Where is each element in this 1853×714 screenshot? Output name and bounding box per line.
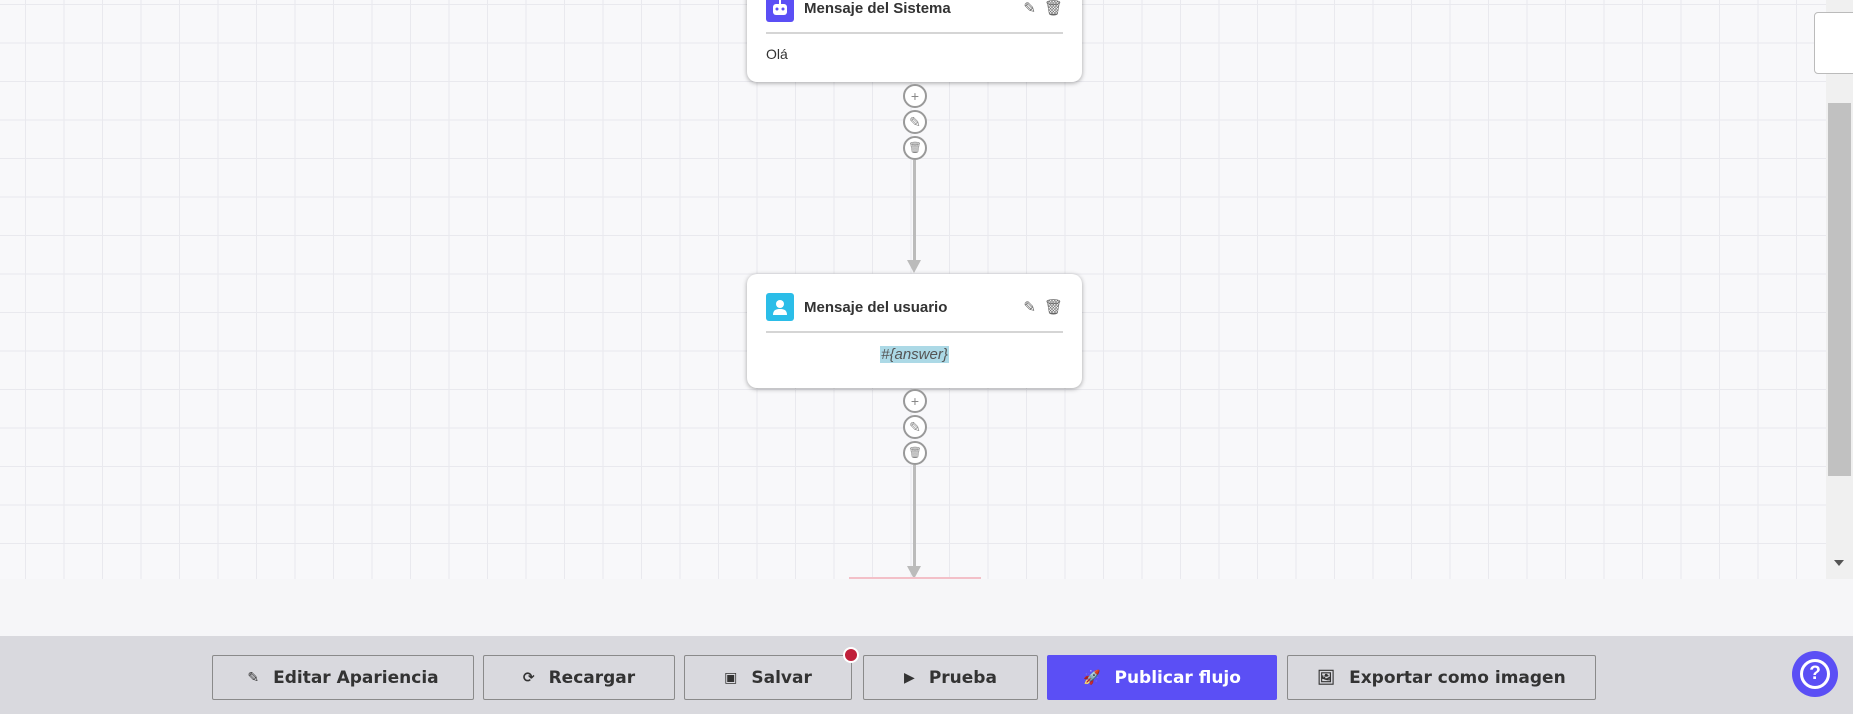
export-image-button[interactable]: 🖼Exportar como imagen xyxy=(1287,655,1596,700)
unsaved-changes-dot xyxy=(843,647,859,663)
publish-flow-button[interactable]: 🚀Publicar flujo xyxy=(1047,655,1277,700)
help-icon: ? xyxy=(1800,659,1830,689)
node-content: Olá xyxy=(766,46,788,62)
add-node-button[interactable]: + xyxy=(903,389,927,413)
scroll-down-arrow[interactable] xyxy=(1834,560,1844,566)
node-title: Mensaje del usuario xyxy=(804,298,948,316)
node-user-message[interactable]: Mensaje del usuario ✎ 🗑 #{answer} xyxy=(747,274,1082,388)
edit-connection-button[interactable]: ✎ xyxy=(903,415,927,439)
floppy-icon: ▣ xyxy=(724,669,738,686)
edit-icon[interactable]: ✎ xyxy=(1023,299,1036,316)
help-button[interactable]: ? xyxy=(1792,651,1838,697)
edit-icon[interactable]: ✎ xyxy=(1023,0,1036,17)
refresh-icon: ⟳ xyxy=(522,669,535,686)
trash-icon[interactable]: 🗑 xyxy=(1043,299,1063,316)
connector-line xyxy=(913,160,916,260)
node-system-message[interactable]: Mensaje del Sistema ✎ 🗑 Olá xyxy=(747,0,1082,82)
test-button[interactable]: ▶Prueba xyxy=(863,655,1038,700)
minimap-panel[interactable] xyxy=(1814,12,1853,74)
save-button[interactable]: ▣Salvar xyxy=(684,655,852,700)
rocket-icon: 🚀 xyxy=(1083,669,1101,686)
connector-arrow xyxy=(907,566,921,579)
reload-button[interactable]: ⟳Recargar xyxy=(483,655,675,700)
user-icon xyxy=(766,293,794,321)
node-title: Mensaje del Sistema xyxy=(804,0,951,17)
trash-icon[interactable]: 🗑 xyxy=(1043,0,1063,17)
connector-arrow xyxy=(907,260,921,273)
image-icon: 🖼 xyxy=(1317,669,1336,686)
add-node-button[interactable]: + xyxy=(903,84,927,108)
edit-appearance-button[interactable]: ✎Editar Apariencia xyxy=(212,655,474,700)
robot-icon xyxy=(766,0,794,22)
edit-connection-button[interactable]: ✎ xyxy=(903,110,927,134)
play-icon: ▶ xyxy=(904,669,915,686)
delete-connection-button[interactable]: 🗑 xyxy=(903,441,927,465)
delete-connection-button[interactable]: 🗑 xyxy=(903,136,927,160)
connector-line xyxy=(913,465,916,571)
node-content: #{answer} xyxy=(880,346,949,363)
vertical-scrollbar[interactable] xyxy=(1826,0,1853,579)
next-node-edge xyxy=(849,577,981,579)
edit-icon: ✎ xyxy=(247,669,260,686)
flow-canvas[interactable]: Mensaje del Sistema ✎🗑 Olá + ✎ 🗑 Mensaje… xyxy=(0,0,1826,579)
scrollbar-thumb[interactable] xyxy=(1828,103,1851,476)
